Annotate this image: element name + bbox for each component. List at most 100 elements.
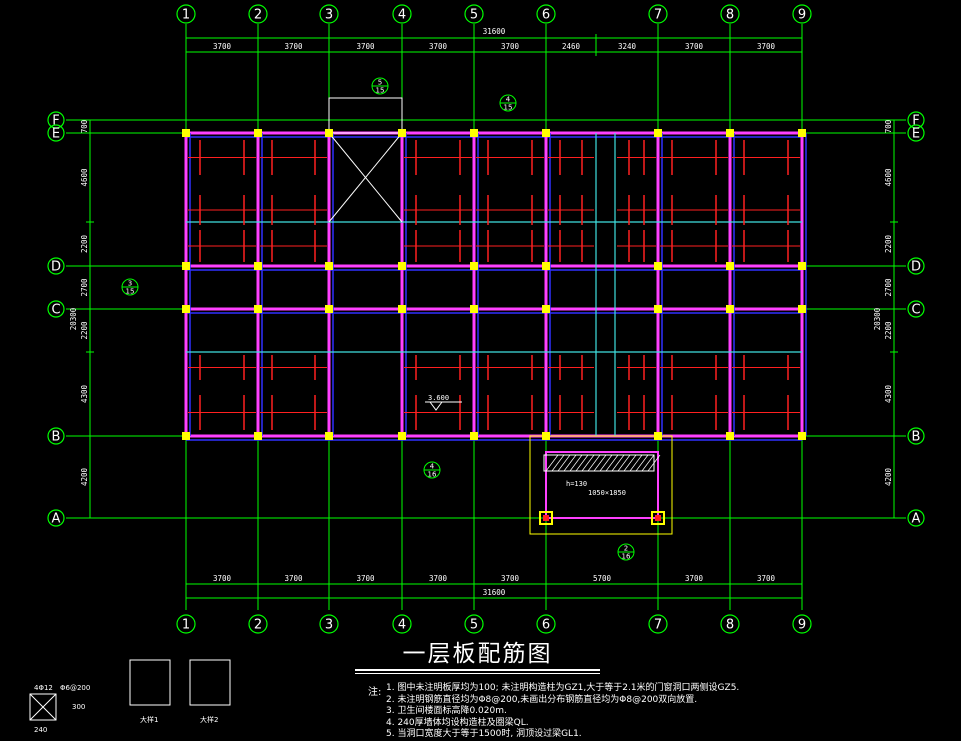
- detail-bubble-sheet: 15: [126, 288, 135, 296]
- axis-label-3: 3: [325, 618, 333, 633]
- bottom-dim-6: 3700: [685, 574, 704, 583]
- detail-bubble-num: 4: [430, 463, 435, 471]
- canopy-column: [539, 511, 553, 525]
- column: [254, 432, 262, 440]
- column: [654, 129, 662, 137]
- axis-bubble-F-left: [47, 111, 65, 129]
- column: [254, 305, 262, 313]
- side-dim-6: 4200: [80, 467, 89, 486]
- side-dim-0: 700: [80, 119, 89, 133]
- detail-section-x: [29, 693, 57, 721]
- axis-label-7: 7: [654, 8, 662, 23]
- detail-label-5: 大样2: [200, 715, 218, 724]
- side-dim-4: 2200: [884, 321, 893, 340]
- detail-bubble-num: 2: [624, 545, 628, 553]
- column: [398, 432, 406, 440]
- axis-label-A: A: [52, 512, 61, 527]
- bottom-dim-7: 3700: [757, 574, 776, 583]
- column: [798, 262, 806, 270]
- column: [470, 262, 478, 270]
- detail-bubble-num: 3: [128, 280, 132, 288]
- bottom-dim-3: 3700: [429, 574, 448, 583]
- axis-bubble-2-bottom: [248, 614, 268, 634]
- axis-label-4: 4: [398, 8, 406, 23]
- axis-bubble-5-top: [464, 4, 484, 24]
- canopy-column: [651, 511, 665, 525]
- axis-bubble-9-top: [792, 4, 812, 24]
- axis-label-F: F: [52, 114, 59, 129]
- bottom-dim-0: 3700: [213, 574, 232, 583]
- side-dim-6: 4200: [884, 467, 893, 486]
- column: [654, 432, 662, 440]
- side-dim-5: 4300: [884, 384, 893, 403]
- note-line-4: 4. 240厚墙体均设构造柱及圈梁QL.: [386, 717, 529, 728]
- detail-label-3: Φ6@200: [60, 684, 90, 692]
- detail-label-0: 240: [34, 726, 47, 734]
- axis-bubble-F-right: [907, 111, 925, 129]
- detail-section-3: [189, 659, 231, 706]
- axis-label-A: A: [912, 512, 921, 527]
- hatch-line: [647, 454, 661, 472]
- title-underline-thin: [355, 673, 600, 674]
- axis-label-3: 3: [325, 8, 333, 23]
- hatch-line: [611, 454, 625, 472]
- annotations: 3.600h=1301050×1850515415315416216240300…: [29, 77, 635, 734]
- elevation-mark: 3.600: [428, 394, 449, 402]
- hatch-line: [599, 454, 613, 472]
- detail-bubble-sheet: 16: [622, 553, 631, 561]
- axis-label-2: 2: [254, 618, 262, 633]
- top-dim-1: 3700: [284, 42, 303, 51]
- axis-label-9: 9: [798, 8, 806, 23]
- axis-bubble-D-left: [47, 257, 65, 275]
- axis-bubble-E-left: [47, 124, 65, 142]
- top-dim-5: 2460: [562, 42, 581, 51]
- column: [654, 262, 662, 270]
- column: [470, 432, 478, 440]
- axis-label-5: 5: [470, 8, 478, 23]
- axis-bubble-7-top: [648, 4, 668, 24]
- axis-bubble-6-bottom: [536, 614, 556, 634]
- axis-bubble-5-bottom: [464, 614, 484, 634]
- column: [726, 262, 734, 270]
- axis-label-7: 7: [654, 618, 662, 633]
- rebar-marks: [188, 140, 800, 430]
- side-dim-1: 4600: [884, 168, 893, 187]
- detail-bubble-sheet: 15: [504, 104, 513, 112]
- hatch-line: [545, 454, 559, 472]
- column: [654, 305, 662, 313]
- side-dim-4: 2200: [80, 321, 89, 340]
- hatch-line: [587, 454, 601, 472]
- detail-bubble-num: 4: [506, 96, 511, 104]
- axis-label-1: 1: [182, 618, 190, 633]
- side-dim-5: 4300: [80, 384, 89, 403]
- axis-bubble-1-bottom: [176, 614, 196, 634]
- bottom-dim-1: 3700: [284, 574, 303, 583]
- hatch-line: [581, 454, 595, 472]
- title-block: 一层板配筋图: [355, 640, 600, 674]
- axis-bubble-B-right: [907, 427, 925, 445]
- hatch-line: [629, 454, 643, 472]
- top-dim-8: 3700: [757, 42, 776, 51]
- hatch-line: [635, 454, 649, 472]
- axis-label-C: C: [911, 303, 920, 318]
- hatch-line: [551, 454, 565, 472]
- canopy-outline: [529, 435, 673, 535]
- detail-bubble-sheet: 16: [428, 471, 437, 479]
- column: [182, 262, 190, 270]
- axis-bubble-8-bottom: [720, 614, 740, 634]
- side-dim-3: 2700: [884, 278, 893, 297]
- bottom-dim-4: 3700: [501, 574, 520, 583]
- axis-label-E: E: [52, 127, 60, 142]
- side-dim-0: 700: [884, 119, 893, 133]
- canopy-column-core: [655, 515, 661, 521]
- column: [398, 262, 406, 270]
- hatch-line: [593, 454, 607, 472]
- column: [542, 129, 550, 137]
- column: [470, 129, 478, 137]
- note-line-3: 3. 卫生间楼面标高降0.020m.: [386, 706, 507, 716]
- slab-label: h=130: [566, 480, 587, 488]
- drawing-title: 一层板配筋图: [402, 641, 553, 667]
- hatch-line: [623, 454, 637, 472]
- column: [542, 432, 550, 440]
